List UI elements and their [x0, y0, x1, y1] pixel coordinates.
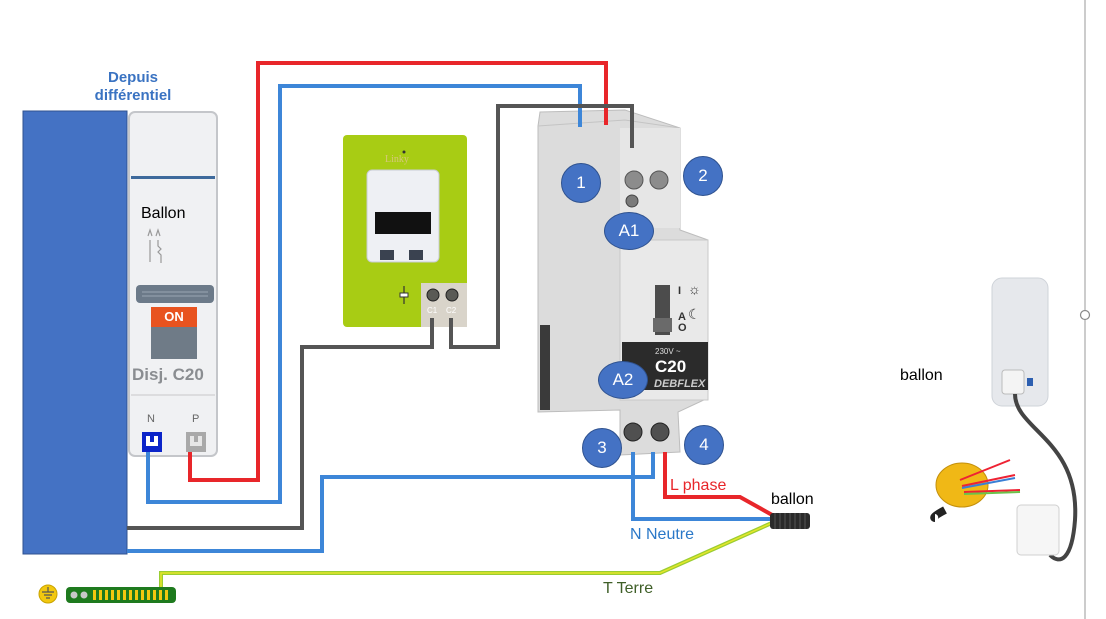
cable-sleeve	[770, 513, 810, 529]
contactor-rating: C20	[655, 357, 687, 376]
breaker-terminal-p: P	[192, 413, 200, 425]
badge-terminal-a2: A2	[598, 361, 648, 399]
contactor-brand: DEBFLEX	[654, 378, 706, 390]
meter-brand: Linky	[385, 154, 409, 165]
wire-phase-feed	[188, 61, 608, 482]
contactor-voltage: 230V ~	[655, 347, 681, 356]
badge-terminal-2: 2	[683, 156, 723, 196]
breaker-module	[128, 111, 218, 457]
wire-neutral-return	[127, 452, 655, 553]
contactor-mode-o: O	[678, 322, 687, 334]
contactor-mode-i: I	[678, 285, 682, 297]
badge-terminal-1: 1	[561, 163, 601, 203]
contactor-mode-a: A	[678, 311, 686, 323]
moon-icon: ☾	[688, 306, 701, 322]
breaker-on-indicator: ON	[164, 309, 184, 324]
source-block	[22, 110, 128, 555]
resize-handle[interactable]	[1079, 309, 1091, 321]
contactor-module	[537, 109, 709, 456]
cable-label: ballon	[771, 491, 814, 508]
wire-pilot-c2	[449, 104, 634, 349]
badge-terminal-3: 3	[582, 428, 622, 468]
heater-label: ballon	[900, 367, 943, 384]
meter-terminal-c1: C1	[427, 306, 438, 315]
badge-terminal-a1: A1	[604, 212, 654, 250]
earth-label: T Terre	[603, 580, 654, 597]
earth-bar	[38, 584, 176, 604]
phase-label: L phase	[670, 477, 727, 494]
meter-terminal-c2: C2	[446, 306, 457, 315]
wire-pilot-c1	[127, 318, 434, 530]
linky-meter	[343, 135, 467, 327]
badge-terminal-4: 4	[684, 425, 724, 465]
source-label: Depuis différentiel	[94, 69, 172, 104]
breaker-terminal-n: N	[147, 413, 155, 425]
sun-icon: ☼	[688, 281, 701, 297]
earth-symbol-icon	[38, 584, 58, 604]
wire-neutral-out	[631, 452, 774, 521]
water-heater-illustration	[930, 277, 1078, 562]
breaker-model-label: Disj. C20	[132, 365, 204, 384]
wire-phase-out	[663, 452, 775, 518]
wire-neutral-feed	[146, 84, 582, 504]
breaker-name-label: Ballon	[141, 205, 186, 222]
neutral-label: N Neutre	[630, 526, 695, 543]
